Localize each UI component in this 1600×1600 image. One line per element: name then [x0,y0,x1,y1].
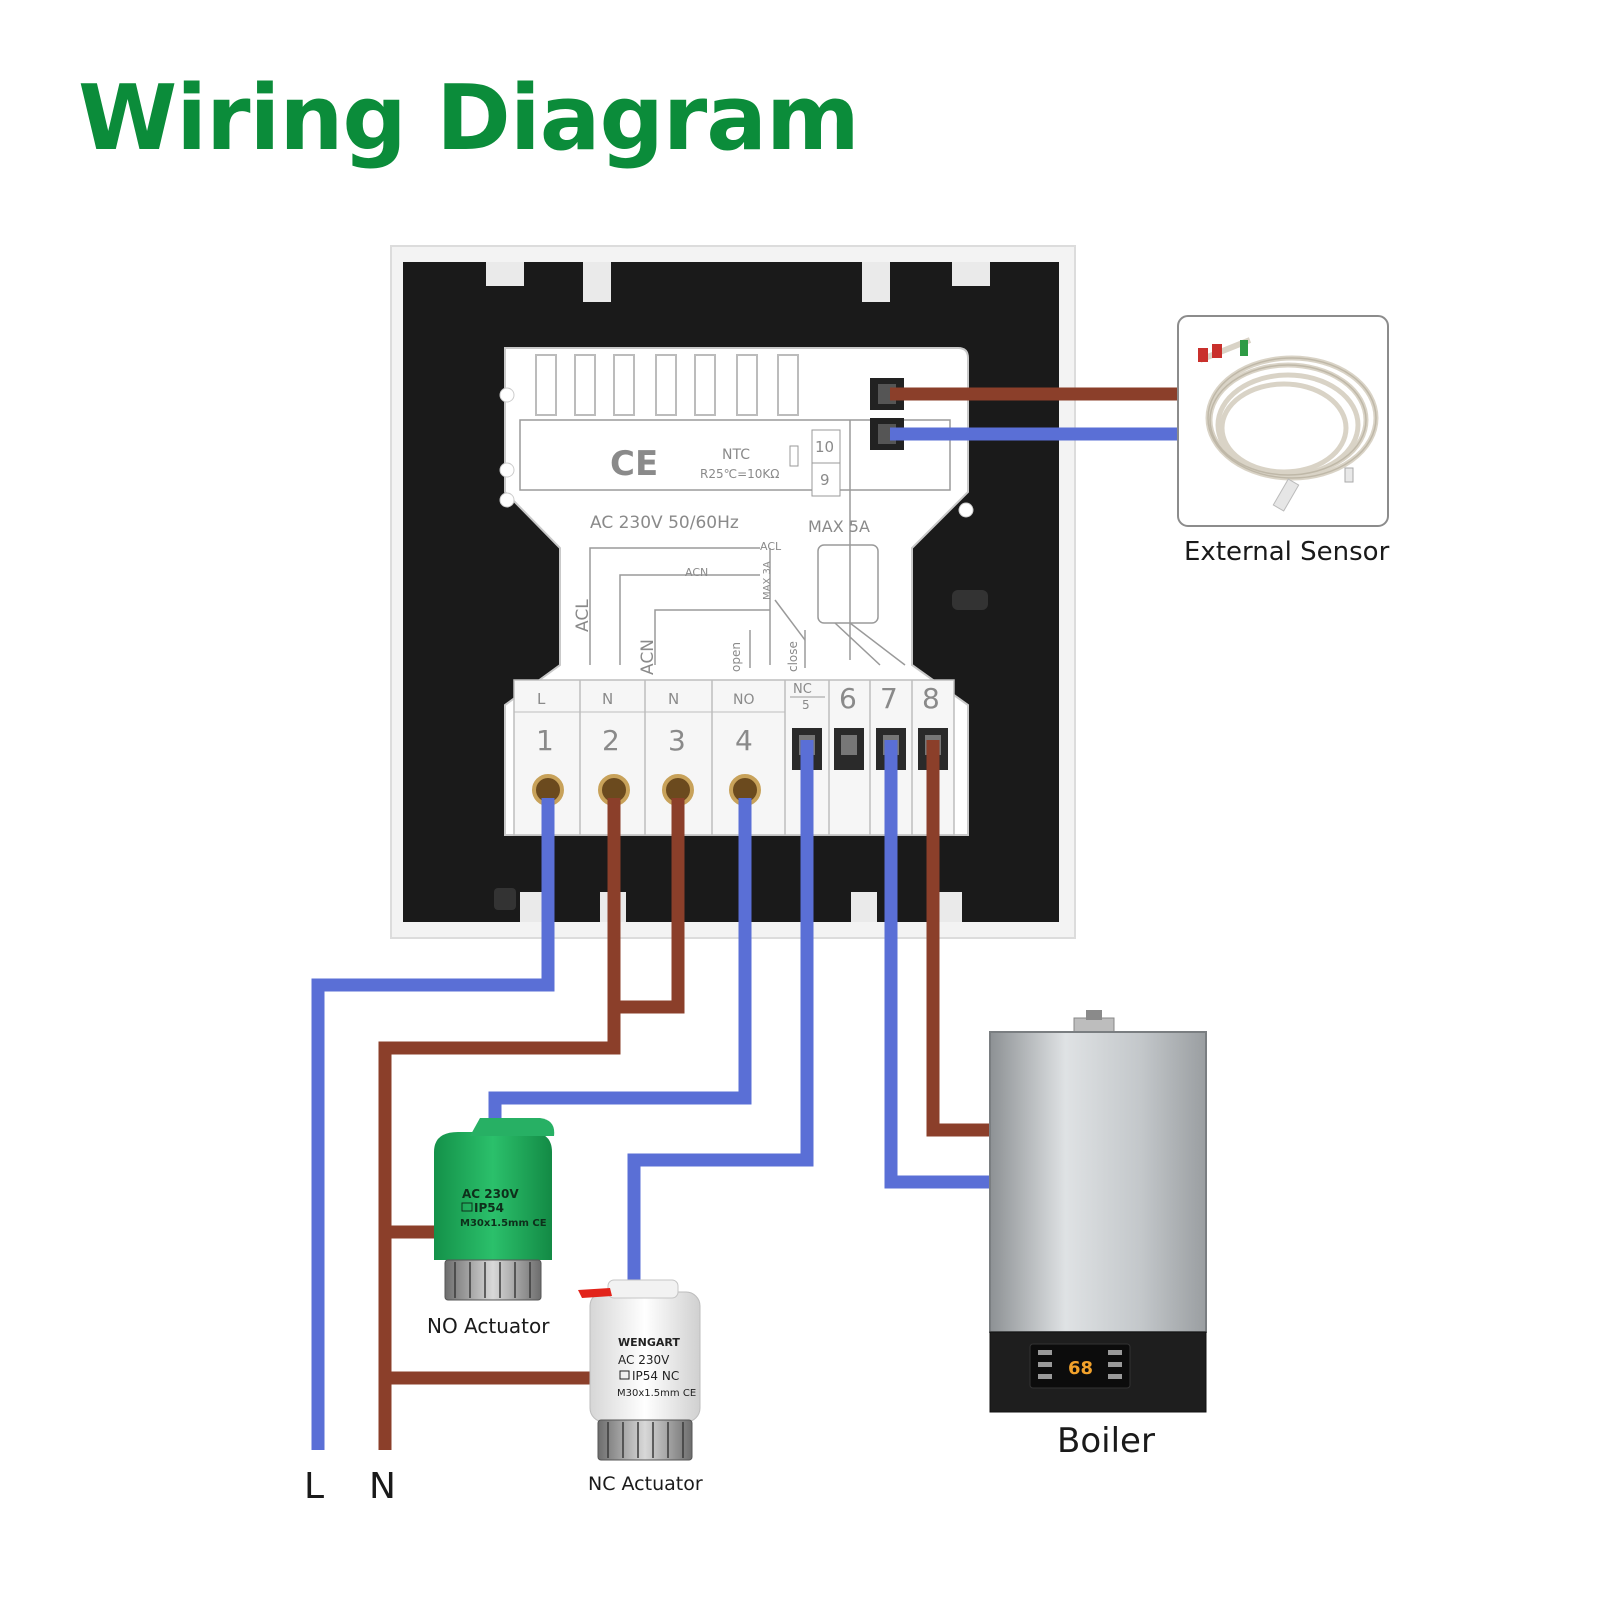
terminal-1: 1 [536,724,554,757]
acl-vertical: ACL [573,599,593,632]
no-actuator-line1: AC 230V [462,1187,519,1201]
wire-neutral-bridge [614,798,685,1014]
nc-actuator-brand: WENGART [618,1336,680,1349]
nc-actuator-line1: AC 230V [618,1353,670,1367]
ntc-spec: R25℃=10KΩ [700,467,779,481]
mains-live-label: L [304,1466,324,1507]
nc-actuator-line2: IP54 NC [632,1369,679,1383]
mains-neutral-label: N [369,1466,396,1507]
terminal-7: 7 [880,682,898,715]
wire-boiler-blue [884,740,990,1189]
acn-vertical: ACN [638,639,658,675]
boiler-display: 68 [1068,1358,1093,1379]
terminal-2-label: N [602,690,613,708]
wires [311,387,1183,1450]
max-relay: MAX 5A [808,517,870,536]
wire-nc-actuator [627,740,814,1280]
terminal-3-label: N [668,690,679,708]
external-sensor-label: External Sensor [1184,537,1390,567]
power-rating: AC 230V 50/60Hz [590,513,739,533]
acl-small: ACL [760,540,782,553]
external-sensor [1177,315,1389,527]
ce-mark: CE [610,444,658,484]
terminal-10: 10 [815,438,834,456]
terminal-2: 2 [602,724,620,757]
no-actuator-label: NO Actuator [427,1314,550,1338]
main-terminal-block: L N N NO NC 1 2 3 4 5 6 7 8 [513,679,955,836]
terminal-8: 8 [922,682,940,715]
wire-live-mains [311,798,555,1450]
open-label: open [729,642,743,672]
nc-actuator-line3: M30x1.5mm CE [617,1388,696,1399]
no-actuator: AC 230V IP54 M30x1.5mm CE [434,1118,555,1301]
terminal-9: 9 [820,471,830,489]
boiler: 68 [989,1010,1207,1413]
terminal-5-label: NC [793,682,812,697]
no-actuator-line2: IP54 [474,1201,504,1215]
nc-actuator: WENGART AC 230V IP54 NC M30x1.5mm CE [578,1279,701,1461]
terminal-4-label: NO [733,692,755,708]
thermostat-back: CE NTC R25℃=10KΩ AC 230V 50/60Hz MAX 5A … [390,245,1076,939]
page-title: Wiring Diagram [78,66,860,171]
ntc-label: NTC [722,447,750,463]
terminal-4: 4 [735,724,753,757]
terminal-6: 6 [839,682,857,715]
no-actuator-line3: M30x1.5mm CE [460,1218,547,1229]
wire-boiler-brown [926,740,990,1137]
terminal-5: 5 [802,698,810,712]
terminal-1-label: L [537,690,546,708]
boiler-label: Boiler [1057,1421,1155,1461]
max-3a: MAX 3A [762,561,773,600]
vent-slots [535,354,799,416]
close-label: close [786,641,800,672]
acn-small: ACN [685,566,708,579]
sensor-terminal-block: 10 9 [811,378,904,497]
wire-neutral-mains [378,798,621,1450]
nc-actuator-label: NC Actuator [588,1473,703,1495]
terminal-3: 3 [668,724,686,757]
